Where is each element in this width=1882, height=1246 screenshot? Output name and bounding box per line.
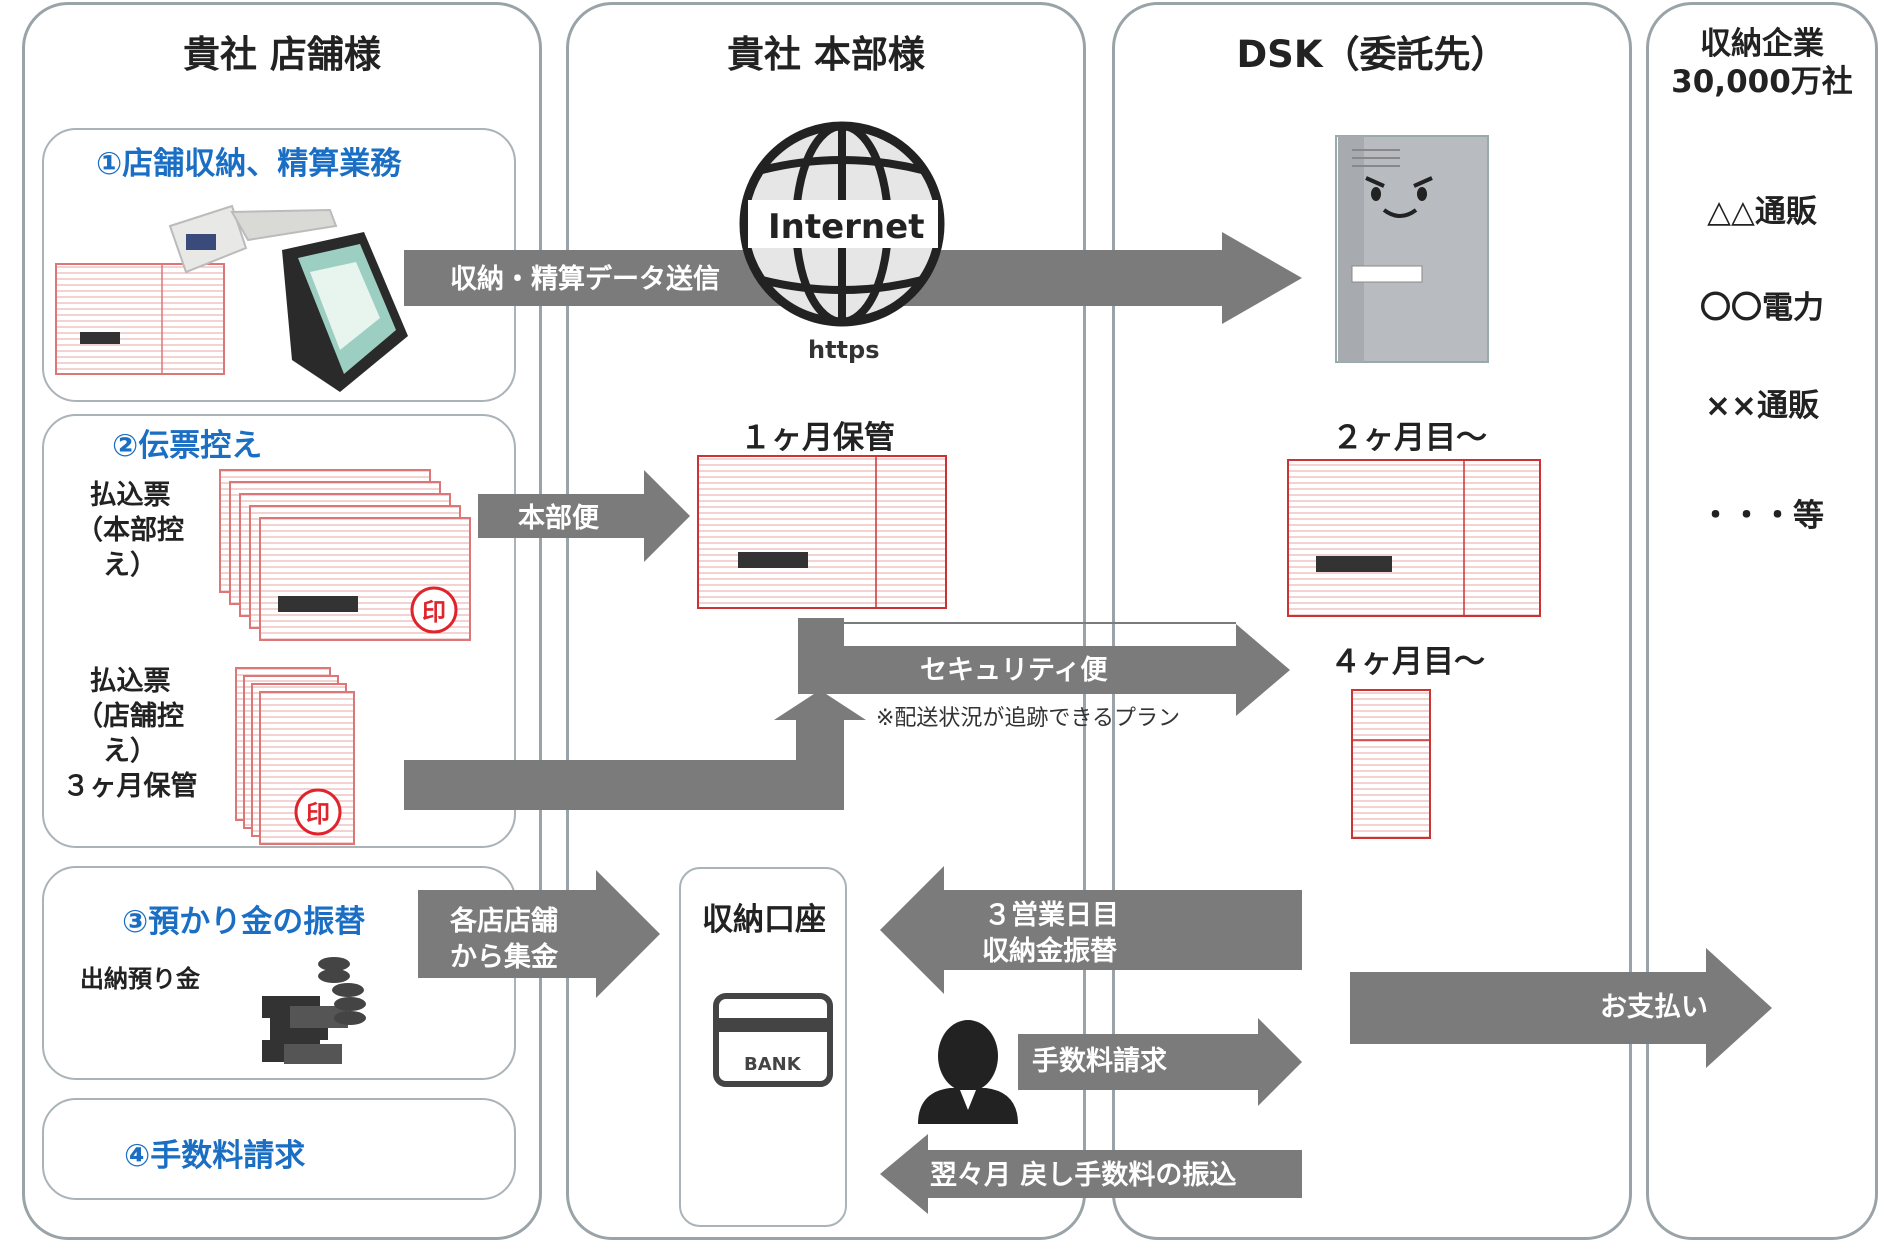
hq-slip-stamp: 印	[422, 598, 446, 626]
store-slip-stamp: 印	[306, 800, 330, 828]
security-arrow	[800, 622, 1236, 624]
internet-globe-icon: Internet	[739, 121, 945, 327]
transfer-arrow	[880, 866, 1302, 994]
payment-arrow	[1350, 948, 1772, 1068]
collect-label-2: から集金	[450, 941, 559, 973]
transfer-label-1: ３営業日目	[984, 899, 1119, 931]
slip-store-label-2: （店舗控え）	[76, 701, 184, 768]
company-2: 〇〇電力	[1700, 290, 1824, 326]
send-data-label: 収納・精算データ送信	[450, 263, 720, 295]
companies-column-title: 収納企業 30,000万社	[1646, 26, 1878, 102]
slip-store-label: 払込票 （店舗控え） ３ヶ月保管	[60, 664, 200, 804]
store-slip-stack: 印	[235, 667, 355, 845]
companies-title-line2: 30,000万社	[1671, 63, 1853, 100]
slip-hq-label-1: 払込票	[89, 480, 171, 511]
company-4: ・・・等	[1700, 498, 1824, 534]
hq-mail-arrow	[478, 470, 690, 562]
collect-label-1: 各店店舗	[449, 905, 558, 937]
slip-4month	[1351, 689, 1431, 839]
payment-label: お支払い	[1600, 992, 1708, 1023]
fee-request-label: 手数料請求	[1032, 1045, 1167, 1077]
section-title-4: ④手数料請求	[124, 1138, 306, 1174]
server-icon	[1335, 135, 1489, 363]
company-3: ××通販	[1705, 388, 1819, 424]
fee-request-arrow	[1018, 1018, 1302, 1106]
slip-2month	[1287, 459, 1541, 617]
slip-hq-label: 払込票 （本部控え）	[60, 478, 200, 583]
barcode-scanner-image	[168, 204, 338, 274]
person-icon	[918, 1020, 1018, 1124]
security-label: セキュリティ便	[920, 655, 1108, 686]
section-title-1: ①店舗収納、精算業務	[96, 146, 402, 182]
slip-store-label-1: 払込票	[89, 666, 171, 697]
hq-slip-stack: 印	[219, 469, 471, 641]
month2-label: ２ヶ月目～	[1332, 420, 1487, 456]
store-slip-feed-arrow	[404, 690, 866, 810]
slip-store-label-3: ３ヶ月保管	[62, 771, 198, 803]
store-column-title: 貴社 店舗様	[183, 33, 381, 76]
payment-slip-image	[55, 263, 225, 375]
deposit-label: 出納預り金	[80, 965, 200, 993]
hq-column-title: 貴社 本部様	[727, 33, 925, 76]
refund-arrow	[880, 1134, 1302, 1214]
bank-card-icon: BANK	[713, 993, 833, 1087]
internet-label: Internet	[768, 207, 924, 247]
tracking-note: ※配送状況が追跡できるプラン	[876, 706, 1180, 731]
refund-label: 翌々月 戻し手数料の振込	[930, 1160, 1236, 1191]
slip-hq-label-2: （本部控え）	[76, 515, 184, 582]
company-1: △△通販	[1707, 194, 1817, 230]
transfer-label-2: 収納金振替	[982, 935, 1118, 967]
account-title: 収納口座	[702, 902, 826, 938]
section-title-3: ③預かり金の振替	[122, 904, 366, 940]
section-title-2: ②伝票控え	[112, 428, 263, 464]
slip-1month	[697, 455, 947, 609]
cash-icon	[262, 957, 366, 1064]
dsk-column-title: DSK（委託先）	[1236, 33, 1508, 76]
month4-label: ４ヶ月目～	[1330, 644, 1485, 680]
keep-1month-label: １ヶ月保管	[740, 420, 895, 456]
security-arrow-main	[798, 618, 1290, 716]
companies-title-line1: 収納企業	[1700, 26, 1824, 62]
pos-terminal-image	[282, 232, 408, 392]
bank-card-label: BANK	[744, 1054, 802, 1075]
hq-mail-label: 本部便	[518, 502, 600, 534]
collect-arrow	[418, 870, 660, 998]
section-fee-request	[42, 1098, 516, 1200]
https-label: https	[808, 336, 880, 364]
